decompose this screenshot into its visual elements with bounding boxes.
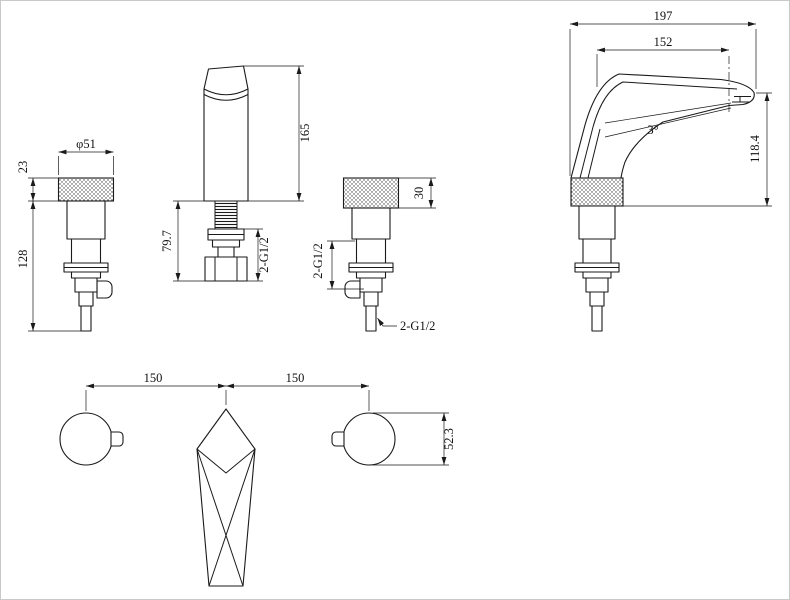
dim-cap-height: 23	[16, 161, 30, 174]
dim-cap-height: 30	[412, 187, 426, 200]
dim-pitch-right: 150	[286, 371, 305, 385]
dim-pitch-left: 150	[144, 371, 163, 385]
spout-plan	[196, 408, 256, 587]
aerator-icon	[732, 96, 751, 103]
handle-left-side-view: φ51 23 128	[16, 137, 115, 332]
handle-right-side-view: 30 2-G1/2 2-G1/2	[311, 177, 436, 333]
outlet-leader	[377, 317, 397, 327]
extension-lines	[569, 29, 772, 207]
handle-step	[355, 238, 387, 264]
dim-angle: 3°	[647, 123, 658, 137]
lever-tab	[331, 431, 345, 447]
handle-right-plan	[342, 412, 396, 466]
dim-spout-height: 165	[298, 124, 312, 143]
handle-inlet-stem	[365, 305, 377, 332]
angle-lines	[604, 102, 732, 138]
lever-knob	[96, 280, 113, 299]
extension-lines	[327, 177, 436, 290]
spout-inner-edge	[579, 81, 738, 179]
handle-step	[70, 238, 102, 264]
handle-neck	[351, 207, 391, 240]
extension-lines	[85, 390, 449, 466]
inlet-block	[204, 256, 248, 282]
spout-facet-lines	[196, 448, 256, 587]
lever-knob	[344, 280, 361, 299]
spout-front-view: 165 79.7 2-G1/2	[160, 65, 312, 282]
dim-thread-spec: 2-G1/2	[257, 237, 271, 272]
knurled-cap-icon	[342, 177, 400, 209]
handle-inlet-stem	[80, 305, 92, 332]
dim-handle-diameter: φ51	[76, 137, 96, 151]
extension-lines	[28, 156, 114, 332]
dim-body-height: 128	[16, 250, 30, 269]
spout-face-curves	[203, 88, 249, 101]
spout-column	[203, 65, 249, 202]
handle-left-plan	[59, 412, 113, 466]
dim-shank-height: 79.7	[160, 230, 174, 252]
dim-overall-length: 197	[654, 9, 673, 23]
dim-outlet-height: 118.4	[748, 134, 762, 162]
spout-profile	[570, 73, 755, 179]
extension-lines	[173, 65, 304, 282]
dim-thread-spec: 2-G1/2	[311, 243, 325, 278]
dim-spout-reach: 152	[654, 35, 673, 49]
threaded-shank-icon	[214, 200, 238, 230]
dim-outlet-thread-spec: 2-G1/2	[400, 319, 435, 333]
lever-tab	[110, 431, 124, 447]
knurled-cap-icon	[57, 177, 115, 202]
knurled-base-icon	[570, 177, 624, 207]
spout-side-view: 197 152 3° 118.4	[569, 9, 772, 332]
handle-neck	[66, 200, 106, 240]
dim-handle-plan-diameter: 52.3	[442, 428, 456, 450]
plan-view: 150 150 52.3	[59, 371, 456, 587]
